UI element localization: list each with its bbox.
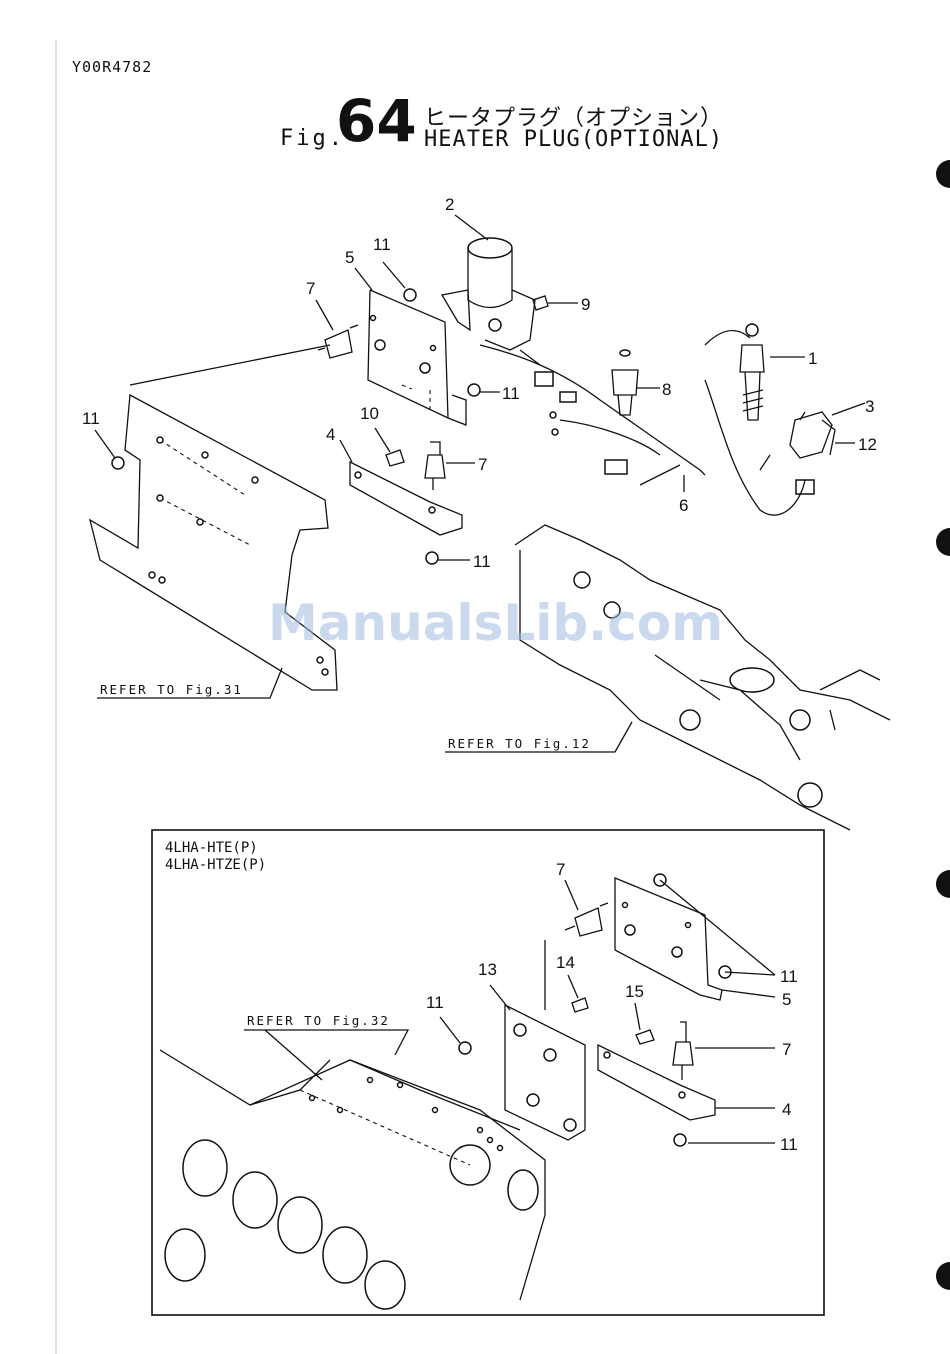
reference-label: REFER TO Fig.32 (247, 1013, 390, 1028)
inset-adapter-plate (459, 998, 654, 1140)
callout: 7 (478, 455, 487, 474)
callout: 11 (82, 409, 100, 428)
variant-label: 4LHA-HTZE(P) (165, 857, 266, 873)
callout: 11 (780, 967, 798, 986)
callout: 11 (473, 552, 491, 571)
callout: 11 (426, 993, 444, 1012)
callout: 11 (373, 235, 391, 254)
inset-intake-manifold (160, 1050, 545, 1309)
callout: 4 (782, 1100, 791, 1119)
rubber-mount-upper (318, 325, 358, 358)
glow-plug (740, 324, 764, 420)
inset-rubber-mount-upper (565, 903, 608, 936)
callout: 7 (782, 1040, 791, 1059)
timer-relay (790, 412, 835, 494)
callout: 5 (782, 990, 791, 1009)
reference-label: REFER TO Fig.31 (100, 682, 243, 697)
callout: 11 (502, 384, 520, 403)
callout: 8 (662, 380, 671, 399)
callout: 6 (679, 496, 688, 515)
callout: 1 (808, 349, 817, 368)
cylinder-head-main (515, 525, 890, 830)
leader-lines-inset (244, 880, 775, 1143)
callout: 3 (865, 397, 874, 416)
callout: 10 (360, 404, 379, 423)
callout: 12 (858, 435, 877, 454)
watermark: ManualsLib.com (268, 594, 723, 652)
reference-label: REFER TO Fig.12 (448, 736, 591, 751)
mounting-bracket-lower (350, 462, 462, 535)
wire-harness (480, 331, 805, 516)
variant-label: 4LHA-HTE(P) (165, 840, 258, 856)
callout: 7 (556, 860, 565, 879)
callout: 5 (345, 248, 354, 267)
inset-frame (152, 830, 824, 1315)
inset-variants: 4LHA-HTE(P) 4LHA-HTZE(P) (165, 840, 266, 873)
callout: 13 (478, 960, 497, 979)
callout: 9 (581, 295, 590, 314)
callouts-main: 2 11 5 7 9 1 8 11 3 12 11 10 4 7 6 11 RE… (82, 195, 877, 751)
callout: 15 (625, 982, 644, 1001)
callout: 14 (556, 953, 575, 972)
callout: 7 (306, 279, 315, 298)
glow-relay (442, 238, 535, 350)
inset-bracket-lower (598, 1022, 715, 1146)
rubber-mount-lower (425, 442, 445, 490)
callout: 11 (780, 1135, 798, 1154)
water-temp-switch (612, 350, 638, 415)
callout: 4 (326, 425, 335, 444)
callout: 2 (445, 195, 454, 214)
